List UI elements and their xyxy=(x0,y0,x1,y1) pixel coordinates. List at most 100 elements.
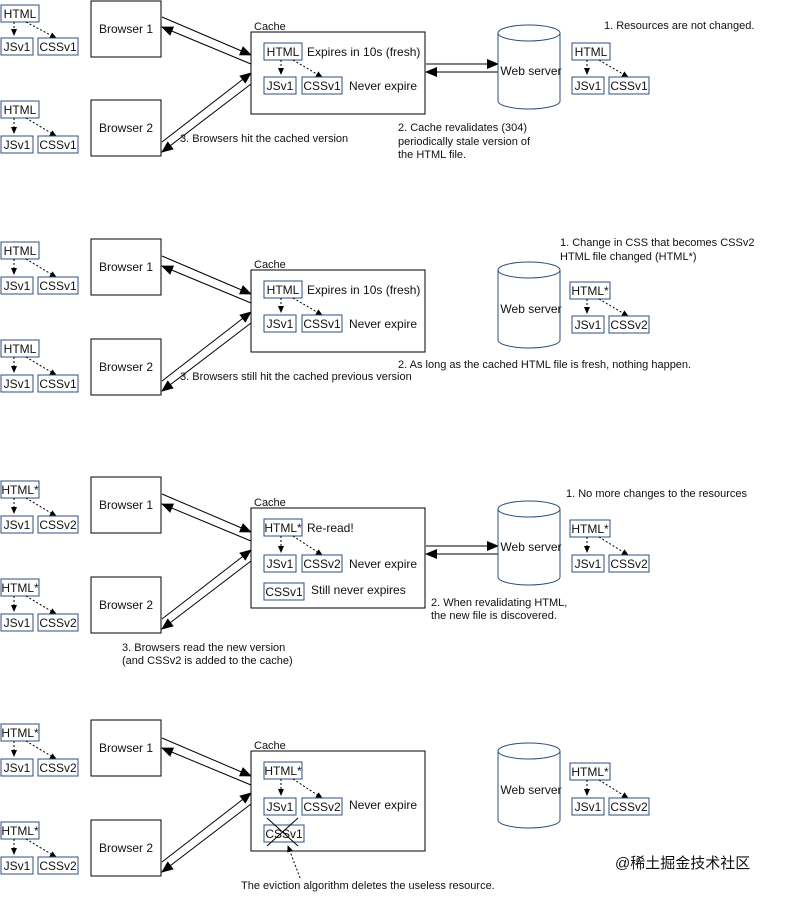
client-resources-b2: HTML* JSv1 CSSv2 xyxy=(0,821,79,875)
note-2-line-1: 2. When revalidating HTML, xyxy=(431,597,567,609)
arrow-cache-to-b2 xyxy=(161,322,252,392)
client-resources-b1: HTML JSv1 CSSv1 xyxy=(0,4,79,56)
arrow-cache-to-b1 xyxy=(161,747,252,786)
web-server-cylinder: Web server xyxy=(497,24,562,110)
never-expire-label: Never expire xyxy=(349,79,417,93)
cssv2-label: CSSv2 xyxy=(39,616,77,630)
eviction-cross-icon xyxy=(266,817,299,847)
arrow-b1-to-cache xyxy=(161,737,252,777)
web-server-cylinder: Web server xyxy=(497,261,562,349)
cssv2-label: CSSv2 xyxy=(39,859,77,873)
html-label: HTML xyxy=(4,7,37,21)
browser-2-label: Browser 2 xyxy=(99,121,153,135)
note-1: 1. Resources are not changed. xyxy=(604,20,754,32)
html-label: HTML xyxy=(575,45,608,59)
note-2: 2. As long as the cached HTML file is fr… xyxy=(398,359,691,371)
web-server-label: Web server xyxy=(500,302,561,316)
note-2-line-2: the new file is discovered. xyxy=(431,610,557,622)
html-star-label: HTML* xyxy=(571,284,609,298)
cssv1-label: CSSv1 xyxy=(39,138,77,152)
client-resources-b1: HTML* JSv1 CSSv2 xyxy=(0,480,79,534)
jsv1-label: JSv1 xyxy=(267,800,294,814)
html-label: HTML xyxy=(4,103,37,117)
browser-1-box xyxy=(90,0,162,58)
html-label: HTML xyxy=(4,244,37,258)
arrow-b1-to-cache xyxy=(161,493,252,533)
arrow-cache-to-b1 xyxy=(161,265,252,304)
note-3: 3. Browsers still hit the cached previou… xyxy=(180,371,412,383)
cssv1-label: CSSv1 xyxy=(303,317,341,331)
cssv2-label: CSSv2 xyxy=(610,318,648,332)
web-server-label: Web server xyxy=(500,783,561,797)
html-star-label: HTML* xyxy=(1,581,39,595)
server-resources: HTML* JSv1 CSSv2 xyxy=(569,519,650,573)
note-3-line-1: 3. Browsers read the new version xyxy=(122,642,285,654)
note-2-line-1: 2. Cache revalidates (304) xyxy=(398,122,527,134)
server-resources: HTML* JSv1 CSSv2 xyxy=(569,281,650,334)
arrow-cache-to-b2 xyxy=(161,560,252,630)
scenario-4: HTML* JSv1 CSSv2 HTML* JSv1 CSSv2 Browse… xyxy=(0,719,650,892)
cssv2-label: CSSv2 xyxy=(39,518,77,532)
jsv1-label: JSv1 xyxy=(4,616,31,630)
jsv1-label: JSv1 xyxy=(575,800,602,814)
html-star-label: HTML* xyxy=(264,764,302,778)
cache-label: Cache xyxy=(254,497,286,509)
expires-fresh-label: Expires in 10s (fresh) xyxy=(307,283,420,297)
jsv1-label: JSv1 xyxy=(4,40,31,54)
html-star-label: HTML* xyxy=(264,521,302,535)
cssv1-label: CSSv1 xyxy=(303,79,341,93)
browser-2-box xyxy=(90,576,162,634)
expires-fresh-label: Expires in 10s (fresh) xyxy=(307,45,420,59)
jsv1-label: JSv1 xyxy=(575,318,602,332)
cssv2-label: CSSv2 xyxy=(303,800,341,814)
cache-label: Cache xyxy=(254,259,286,271)
browser-1-label: Browser 1 xyxy=(99,741,153,755)
note-3: 3. Browsers hit the cached version xyxy=(180,133,348,145)
scenario-1: HTML JSv1 CSSv1 HTML JSv1 CSSv1 Browser … xyxy=(0,0,754,161)
arrow-b1-to-cache xyxy=(161,255,252,295)
browser-2-label: Browser 2 xyxy=(99,841,153,855)
cssv1-label: CSSv1 xyxy=(610,79,648,93)
arrow-b2-to-cache xyxy=(161,549,252,620)
cache-label: Cache xyxy=(254,21,286,33)
browser-1-box xyxy=(90,719,162,777)
html-star-label: HTML* xyxy=(571,522,609,536)
never-expire-label: Never expire xyxy=(349,557,417,571)
browser-1-box xyxy=(90,476,162,534)
arrow-cache-to-b1 xyxy=(161,26,252,65)
browser-1-label: Browser 1 xyxy=(99,260,153,274)
note-2-line-3: the HTML file. xyxy=(398,149,466,161)
arrow-b2-to-cache xyxy=(161,792,252,863)
client-resources-b1: HTML* JSv1 CSSv2 xyxy=(0,723,79,777)
note-1-line-1: 1. Change in CSS that becomes CSSv2 xyxy=(560,237,754,249)
arrow-cache-to-b2 xyxy=(161,803,252,873)
never-expire-label: Never expire xyxy=(349,798,417,812)
browser-2-label: Browser 2 xyxy=(99,360,153,374)
server-resources: HTML* JSv1 CSSv2 xyxy=(569,762,650,816)
still-never-label: Still never expires xyxy=(311,583,406,597)
browser-2-box xyxy=(90,819,162,877)
jsv1-label: JSv1 xyxy=(575,79,602,93)
browser-2-label: Browser 2 xyxy=(99,598,153,612)
scenario-2: HTML JSv1 CSSv1 HTML JSv1 CSSv1 Browser … xyxy=(0,237,754,396)
browser-2-box xyxy=(90,99,162,157)
jsv1-label: JSv1 xyxy=(575,557,602,571)
cssv1-label: CSSv1 xyxy=(265,585,303,599)
jsv1-label: JSv1 xyxy=(4,138,31,152)
cssv2-label: CSSv2 xyxy=(610,800,648,814)
html-star-label: HTML* xyxy=(1,483,39,497)
watermark: @稀土掘金技术社区 xyxy=(615,855,750,872)
arrow-cache-to-b2 xyxy=(161,83,252,153)
note-1: 1. No more changes to the resources xyxy=(566,488,747,500)
never-expire-label: Never expire xyxy=(349,317,417,331)
arrow-b1-to-cache xyxy=(161,16,252,56)
client-resources-b1: HTML JSv1 CSSv1 xyxy=(0,241,79,295)
client-resources-b2: HTML* JSv1 CSSv2 xyxy=(0,578,79,632)
jsv1-label: JSv1 xyxy=(4,859,31,873)
scenario-3: HTML* JSv1 CSSv2 HTML* JSv1 CSSv2 Browse… xyxy=(0,476,747,667)
html-star-label: HTML* xyxy=(571,765,609,779)
server-resources: HTML JSv1 CSSv1 xyxy=(571,42,650,95)
html-label: HTML xyxy=(267,283,300,297)
